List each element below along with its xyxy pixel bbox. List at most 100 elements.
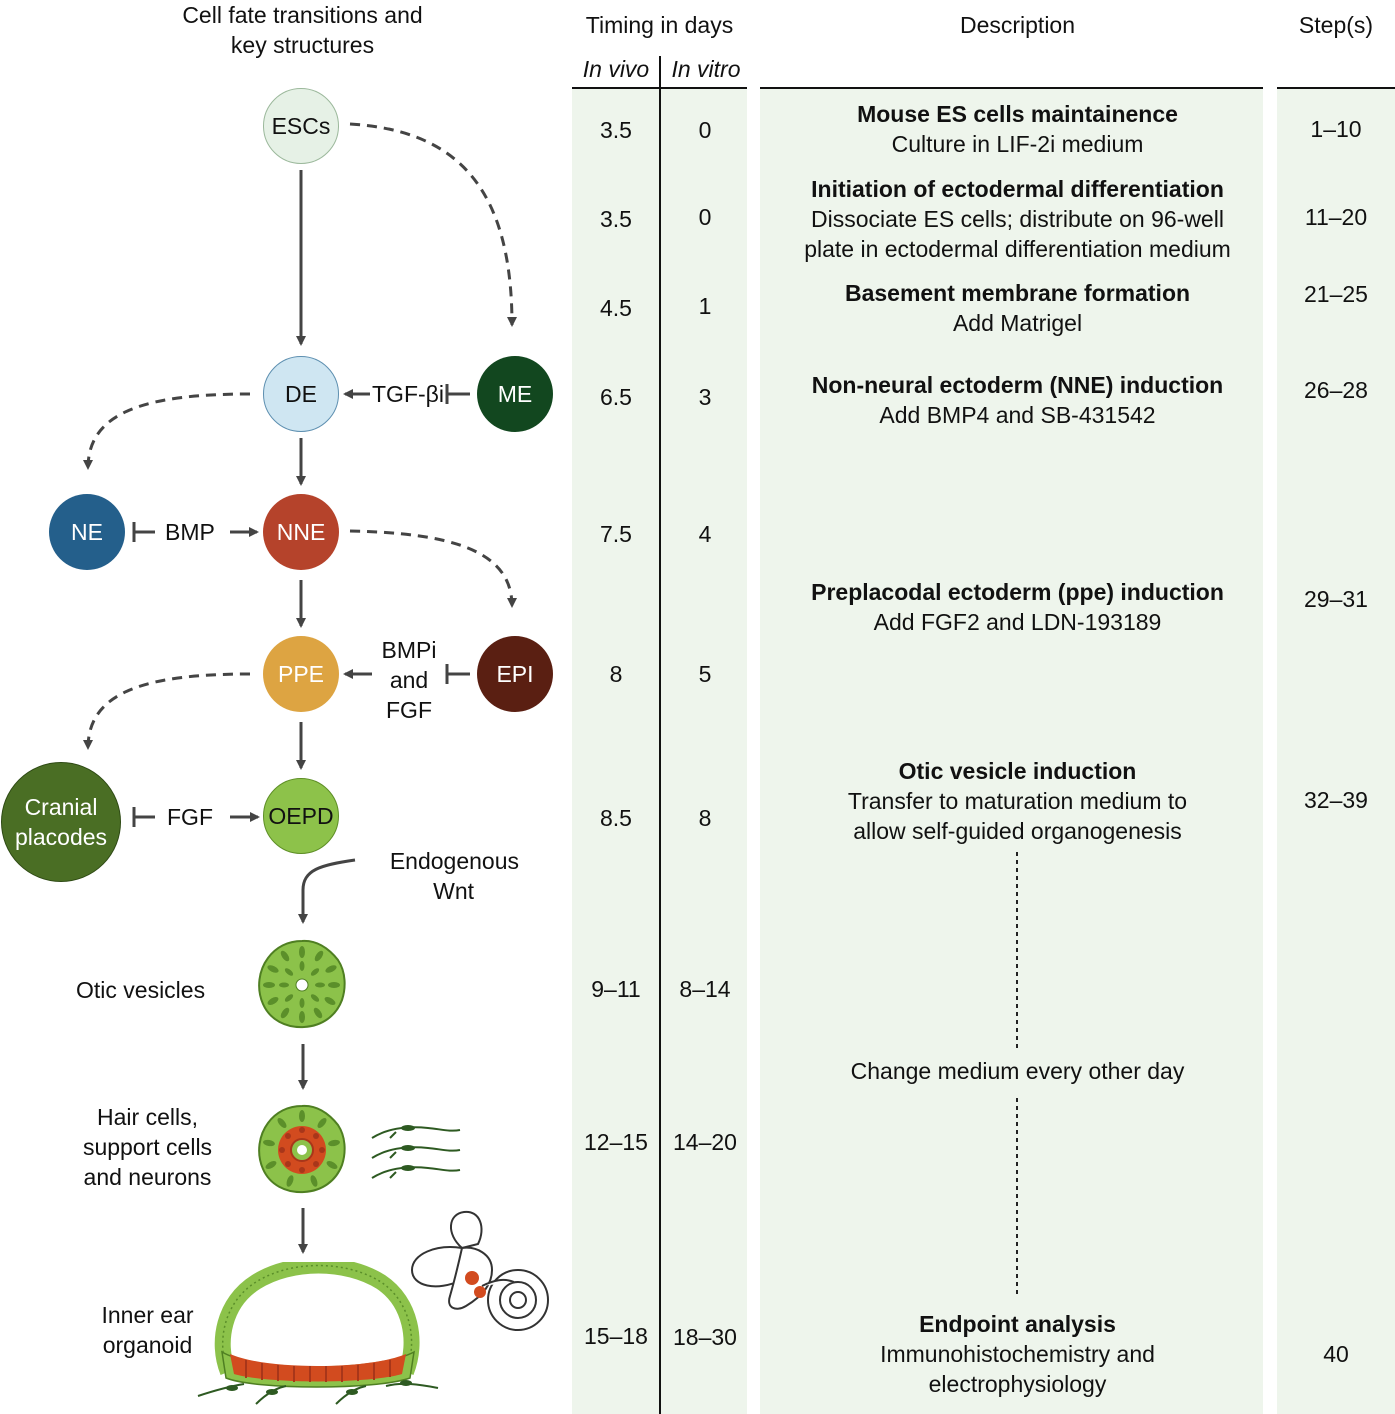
steps-header-rule	[1277, 87, 1395, 89]
description-5: Preplacodal ectoderm (ppe) induction Add…	[760, 577, 1275, 637]
cranial-label-line1: Cranial	[24, 794, 98, 820]
nne-node: NNE	[263, 494, 339, 570]
vitro-row-4: 3	[698, 384, 712, 410]
neurons-illustration	[371, 1125, 461, 1179]
inner-ear-organoid-illustration	[197, 1262, 439, 1405]
vitro-row-3: 1	[698, 293, 712, 319]
description-5-line1: Add FGF2 and LDN-193189	[873, 609, 1162, 635]
cranial-label-line2: placodes	[14, 824, 108, 850]
ppe-node: PPE	[263, 636, 339, 712]
steps-6: 32–39	[1304, 787, 1368, 813]
tgf-signal-label: TGF-βi	[372, 381, 444, 407]
vivo-row-9: 12–15	[584, 1129, 648, 1155]
steps-2: 11–20	[1304, 204, 1368, 230]
arrow-oepd-vesicle	[298, 858, 356, 924]
dashed-escs-me	[349, 122, 517, 327]
vivo-row-1: 3.5	[600, 117, 632, 143]
escs-label: ESCs	[271, 113, 331, 139]
steps-7: 40	[1323, 1341, 1349, 1367]
vivo-row-10: 15–18	[584, 1323, 648, 1349]
description-8-title: Endpoint analysis	[919, 1311, 1116, 1337]
wnt-signal-label: Endogenous Wnt	[376, 846, 519, 906]
description-header: Description	[959, 12, 1076, 38]
hair-cells-label: Hair cells, support cells and neurons	[60, 1102, 235, 1192]
epi-node: EPI	[477, 636, 553, 712]
de-node: DE	[263, 356, 339, 432]
description-7-line1: Change medium every other day	[850, 1058, 1185, 1084]
description-5-title: Preplacodal ectoderm (ppe) induction	[811, 579, 1224, 605]
vitro-row-1: 0	[698, 117, 712, 143]
steps-3: 21–25	[1304, 281, 1368, 307]
vitro-row-10: 18–30	[673, 1324, 737, 1350]
vitro-row-5: 4	[698, 521, 712, 547]
dashed-ppe-cranial	[83, 672, 251, 750]
vivo-row-2: 3.5	[600, 206, 632, 232]
wnt-line1: Endogenous	[389, 848, 519, 874]
vitro-row-7: 8	[698, 805, 712, 831]
oepd-label: OEPD	[268, 803, 334, 829]
inner-ear-anatomy-icon	[410, 1210, 549, 1331]
inner-line2: organoid	[102, 1332, 193, 1358]
description-1: Mouse ES cells maintainence Culture in L…	[760, 99, 1275, 159]
hair-line2: support cells	[82, 1134, 213, 1160]
vitro-row-8: 8–14	[679, 976, 731, 1002]
description-3-line1: Add Matrigel	[952, 310, 1083, 336]
ne-node: NE	[49, 494, 125, 570]
steps-header: Step(s)	[1298, 12, 1374, 38]
hair-line1: Hair cells,	[97, 1104, 198, 1130]
otic-vesicles-label: Otic vesicles	[76, 977, 206, 1003]
vitro-row-9: 14–20	[673, 1129, 737, 1155]
description-4-line1: Add BMP4 and SB-431542	[879, 402, 1156, 428]
me-node: ME	[477, 356, 553, 432]
inner-line1: Inner ear	[101, 1302, 194, 1328]
timing-divider	[659, 56, 661, 1414]
description-4: Non-neural ectoderm (NNE) induction Add …	[760, 370, 1275, 430]
description-6-line1: Transfer to maturation medium to	[847, 788, 1188, 814]
escs-node: ESCs	[263, 88, 339, 164]
steps-4: 26–28	[1304, 377, 1368, 403]
vivo-row-8: 9–11	[591, 976, 641, 1002]
ne-label: NE	[71, 519, 103, 545]
bmpi-line2: and	[389, 667, 429, 693]
wnt-line2: Wnt	[433, 878, 474, 904]
description-2: Initiation of ectodermal differentiation…	[760, 174, 1275, 264]
hair-cell-illustration	[258, 1104, 346, 1194]
de-label: DE	[285, 381, 317, 407]
description-8: Endpoint analysis Immunohistochemistry a…	[760, 1309, 1275, 1399]
description-1-line1: Culture in LIF-2i medium	[891, 131, 1144, 157]
description-3: Basement membrane formation Add Matrigel	[760, 278, 1275, 338]
oepd-node: OEPD	[263, 778, 339, 854]
cranial-placodes-node: Cranial placodes	[1, 762, 121, 882]
description-2-line1: Dissociate ES cells; distribute on 96-we…	[811, 206, 1224, 232]
cell-fate-header: Cell fate transitions and key structures	[150, 0, 455, 60]
in-vitro-header: In vitro	[671, 56, 741, 82]
vivo-row-4: 6.5	[600, 384, 632, 410]
otic-vesicle-illustration	[258, 939, 346, 1029]
me-label: ME	[497, 381, 533, 407]
ppe-label: PPE	[277, 661, 325, 687]
vivo-row-7: 8.5	[600, 805, 632, 831]
vitro-row-2: 0	[698, 204, 712, 230]
nne-label: NNE	[276, 519, 326, 545]
bmpi-fgf-signal-label: BMPi and FGF	[368, 635, 450, 725]
inner-ear-organoid-label: Inner ear organoid	[80, 1300, 215, 1360]
timing-header: Timing in days	[585, 12, 734, 38]
epi-label: EPI	[496, 661, 534, 687]
cell-fate-header-line1: Cell fate transitions and	[182, 2, 423, 28]
in-vivo-header: In vivo	[582, 56, 650, 82]
description-7: Change medium every other day	[760, 1056, 1275, 1086]
description-6-title: Otic vesicle induction	[898, 758, 1137, 784]
cell-fate-header-line2: key structures	[230, 32, 375, 58]
vitro-row-6: 5	[698, 661, 712, 687]
steps-5: 29–31	[1304, 586, 1368, 612]
dashed-de-ne	[83, 392, 251, 470]
description-2-line2: plate in ectodermal differentiation medi…	[804, 236, 1231, 262]
description-8-line1: Immunohistochemistry and	[880, 1341, 1155, 1367]
vivo-row-6: 8	[609, 661, 623, 687]
description-4-title: Non-neural ectoderm (NNE) induction	[811, 372, 1224, 398]
description-8-line2: electrophysiology	[928, 1371, 1107, 1397]
description-column-band	[760, 88, 1263, 1414]
bmpi-line3: FGF	[386, 697, 432, 723]
steps-1: 1–10	[1310, 116, 1362, 142]
